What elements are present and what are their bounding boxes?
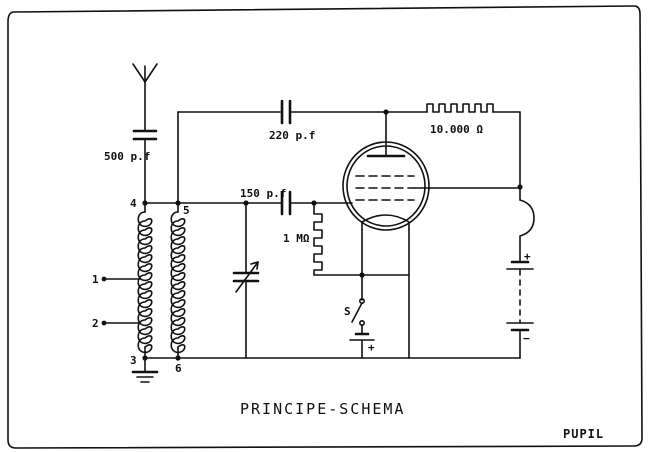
- antenna-coil: [137, 202, 153, 359]
- label-minus-ht-battery: −: [523, 332, 530, 345]
- label-terminal-1: 1: [92, 273, 99, 286]
- label-resistor-1M: 1 MΩ: [283, 232, 310, 245]
- diagram-title: PRINCIPE-SCHEMA: [240, 400, 405, 418]
- label-terminal-3: 3: [130, 354, 137, 367]
- filament-battery: [349, 332, 375, 359]
- label-terminal-6: 6: [175, 362, 182, 375]
- reaction-coil: [170, 202, 186, 359]
- tap-1: [101, 276, 141, 282]
- antenna-symbol: [132, 63, 158, 131]
- ground-symbol: [131, 357, 159, 383]
- label-cap-500pf: 500 p.f: [104, 150, 150, 163]
- junction-6: [175, 355, 181, 361]
- ht-battery-bottom-cell: [506, 322, 534, 332]
- label-cap-150pf: 150 p.f: [240, 187, 286, 200]
- drawing-border: [7, 5, 643, 449]
- label-switch: S: [344, 305, 351, 318]
- resistor-1M: [313, 202, 323, 276]
- junction-right: [517, 184, 523, 190]
- label-terminal-5: 5: [183, 204, 190, 217]
- resistor-10k: [426, 103, 494, 113]
- author-signature: PUPIL: [563, 427, 604, 441]
- label-terminal-2: 2: [92, 317, 99, 330]
- label-terminal-4: 4: [130, 197, 137, 210]
- variable-tuning-capacitor: [232, 202, 260, 359]
- label-plus-ht-battery: +: [524, 250, 531, 263]
- vacuum-tube: [342, 111, 431, 231]
- capacitor-500pf: [132, 129, 158, 204]
- switch-s: [351, 297, 365, 326]
- label-plus-small-battery: +: [368, 341, 375, 354]
- ht-battery-top-cell: [506, 260, 534, 270]
- label-resistor-10k: 10.000 Ω: [430, 123, 483, 136]
- headphones: [519, 199, 535, 243]
- label-cap-220pf: 220 p.f: [269, 129, 315, 142]
- capacitor-220pf: [280, 99, 292, 125]
- tap-2: [101, 320, 141, 326]
